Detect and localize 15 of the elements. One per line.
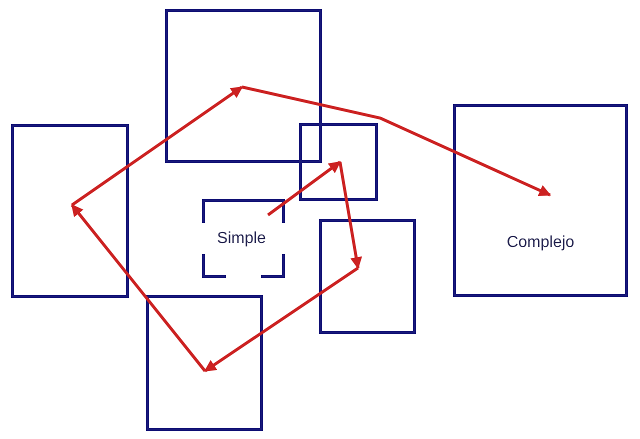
arrow: [242, 86, 552, 196]
square-box: [299, 123, 378, 201]
arrow: [70, 204, 206, 372]
square-box: [146, 295, 263, 431]
arrow: [338, 162, 362, 270]
bracket-box: [202, 199, 285, 278]
node-label: Complejo: [506, 234, 574, 252]
arrow: [267, 160, 341, 216]
arrow: [204, 266, 359, 372]
node-label: Simple: [217, 230, 266, 248]
square-box: [165, 9, 322, 163]
arrow: [71, 86, 243, 206]
square-box: [11, 124, 129, 298]
square-box: [453, 104, 628, 297]
square-box: [319, 219, 416, 334]
